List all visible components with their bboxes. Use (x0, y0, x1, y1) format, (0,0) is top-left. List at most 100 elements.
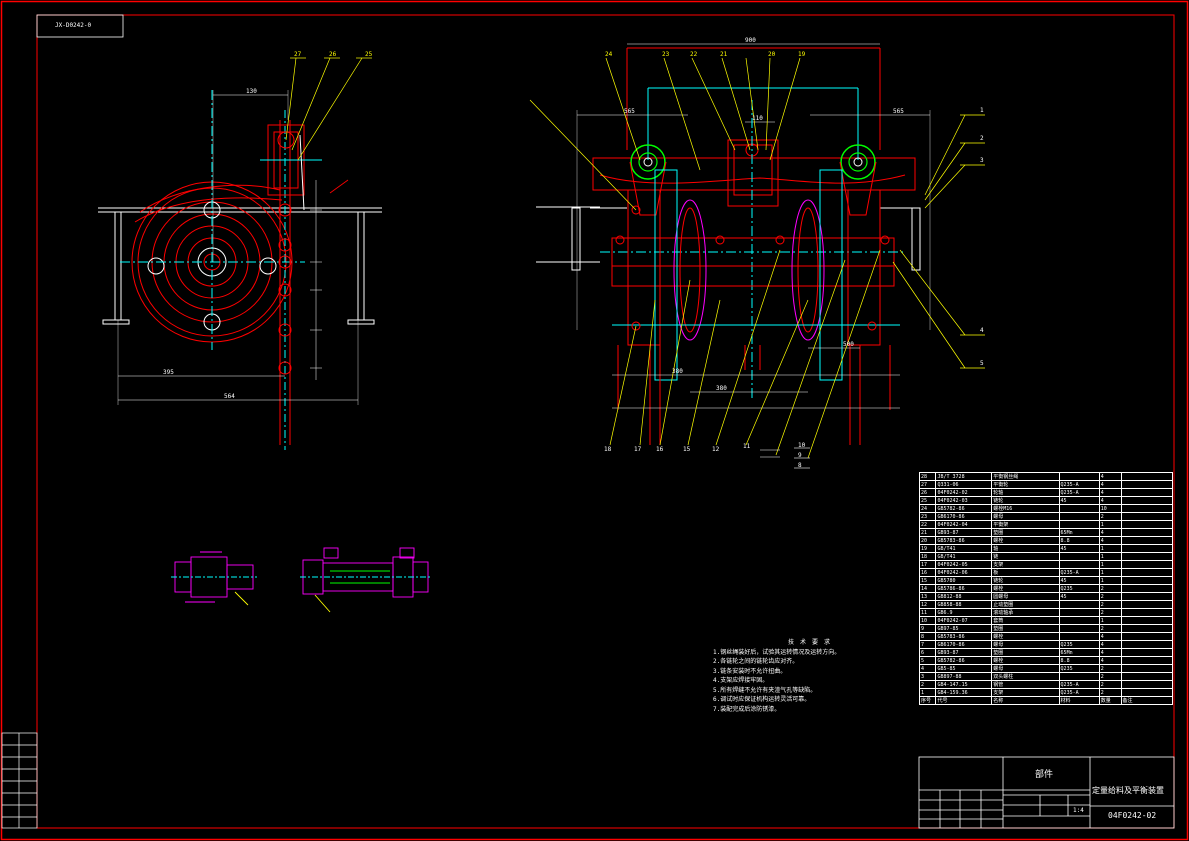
note-line-3: 3.链条安装时不允许扭曲。 (713, 667, 787, 675)
callout-b-8: 8 (798, 462, 802, 469)
bom-cell: 4 (1098, 656, 1122, 665)
detail-part-a (171, 551, 257, 606)
bom-cell: 04F0242-06 (935, 568, 993, 577)
bom-cell: 垫圈 (991, 528, 1060, 537)
bom-cell (1120, 688, 1174, 697)
bom-cell: 4 (1098, 472, 1122, 481)
bom-cell: 8.8 (1058, 656, 1100, 665)
bom-cell (1120, 616, 1174, 625)
bom-cell: GB812-88 (935, 592, 993, 601)
bom-cell: 10 (1098, 504, 1122, 513)
bom-cell: 2 (1098, 688, 1122, 697)
bom-cell (1120, 528, 1174, 537)
dim-right-b3: 500 (843, 341, 854, 348)
bom-cell: JB/T 3728 (935, 472, 993, 481)
bom-cell: 圆螺母 (991, 592, 1060, 601)
bom-header-row: 序号代号名称材料数量备注 (918, 696, 1174, 705)
bom-cell: 27 (918, 480, 937, 489)
bom-cell: 9 (918, 624, 937, 633)
bom-cell: Q235-A (1058, 568, 1100, 577)
bom-cell: 螺栓 (991, 656, 1060, 665)
bom-cell (1120, 504, 1174, 513)
bom-cell (1120, 544, 1174, 553)
callout-r-22: 22 (690, 51, 698, 58)
callout-r-20: 20 (768, 51, 776, 58)
bom-cell: GB4-147.15 (935, 680, 993, 689)
bom-cell: 22 (918, 520, 937, 529)
bom-cell: 垫圈 (991, 624, 1060, 633)
bom-cell (1058, 512, 1100, 521)
bom-cell: 04F0242-05 (935, 560, 993, 569)
callout-r-21: 21 (720, 51, 728, 58)
note-line-1: 1.钢丝绳装好后，试验其运转情况及运转方向。 (713, 648, 841, 656)
bom-cell (1120, 488, 1174, 497)
bom-cell: 螺栓M16 (991, 504, 1060, 513)
bom-cell (1120, 536, 1174, 545)
bom-header-cell: 序号 (918, 696, 937, 705)
bom-cell: Q235-A (1058, 680, 1100, 689)
bom-cell (1058, 672, 1100, 681)
bom-cell: GB5783-86 (935, 632, 993, 641)
bom-cell: 链轮 (991, 576, 1060, 585)
notes-title: 技术要求 (787, 639, 836, 646)
bom-cell (1120, 576, 1174, 585)
bom-cell: 20 (918, 536, 937, 545)
bom-cell: 螺栓 (991, 584, 1060, 593)
bom-cell: 6 (918, 648, 937, 657)
callout-r-23: 23 (662, 51, 670, 58)
bom-cell (1058, 552, 1100, 561)
bom-cell (1120, 592, 1174, 601)
bom-cell (1120, 680, 1174, 689)
callout-r-24: 24 (605, 51, 613, 58)
bom-cell: 平衡钢丝绳 (991, 472, 1060, 481)
bom-cell: 滚动轴承 (991, 608, 1060, 617)
bom-cell (1058, 632, 1100, 641)
note-line-7: 7.装配完成后涂防锈漆。 (713, 705, 781, 713)
bom-cell: 12 (918, 600, 937, 609)
bom-cell: 2 (1098, 664, 1122, 673)
bom-cell: 2 (1098, 512, 1122, 521)
bom-cell (1120, 632, 1174, 641)
bom-cell (1120, 648, 1174, 657)
bom-cell: 螺栓 (991, 536, 1060, 545)
bom-cell: 1 (1098, 544, 1122, 553)
bom-cell (1120, 568, 1174, 577)
bom-cell: 28 (918, 472, 937, 481)
bom-cell: Q331-06 (935, 480, 993, 489)
callout-b-12: 12 (712, 446, 720, 453)
bom-cell: 钢管 (991, 680, 1060, 689)
bom-cell: 平衡轮 (991, 480, 1060, 489)
bom-cell: 16 (918, 568, 937, 577)
bom-cell: 1 (1098, 568, 1122, 577)
dim-right-right: 565 (893, 108, 904, 115)
bom-cell: 板 (991, 568, 1060, 577)
bom-cell: 45 (1058, 576, 1100, 585)
callout-b-17: 17 (634, 446, 642, 453)
bom-cell (1120, 672, 1174, 681)
dim-right-b1: 380 (672, 368, 683, 375)
bom-cell: GB5783-86 (935, 536, 993, 545)
bom-cell: 21 (918, 528, 937, 537)
bom-cell: 2 (1098, 592, 1122, 601)
bom-cell: 45 (1058, 544, 1100, 553)
bom-cell: GB6170-86 (935, 640, 993, 649)
scale-value: 1:4 (1073, 807, 1084, 814)
bom-cell: GB5782-86 (935, 504, 993, 513)
bom-cell: 8 (918, 632, 937, 641)
bom-cell: 轮轴 (991, 488, 1060, 497)
bom-cell (1120, 480, 1174, 489)
bom-cell (1120, 608, 1174, 617)
